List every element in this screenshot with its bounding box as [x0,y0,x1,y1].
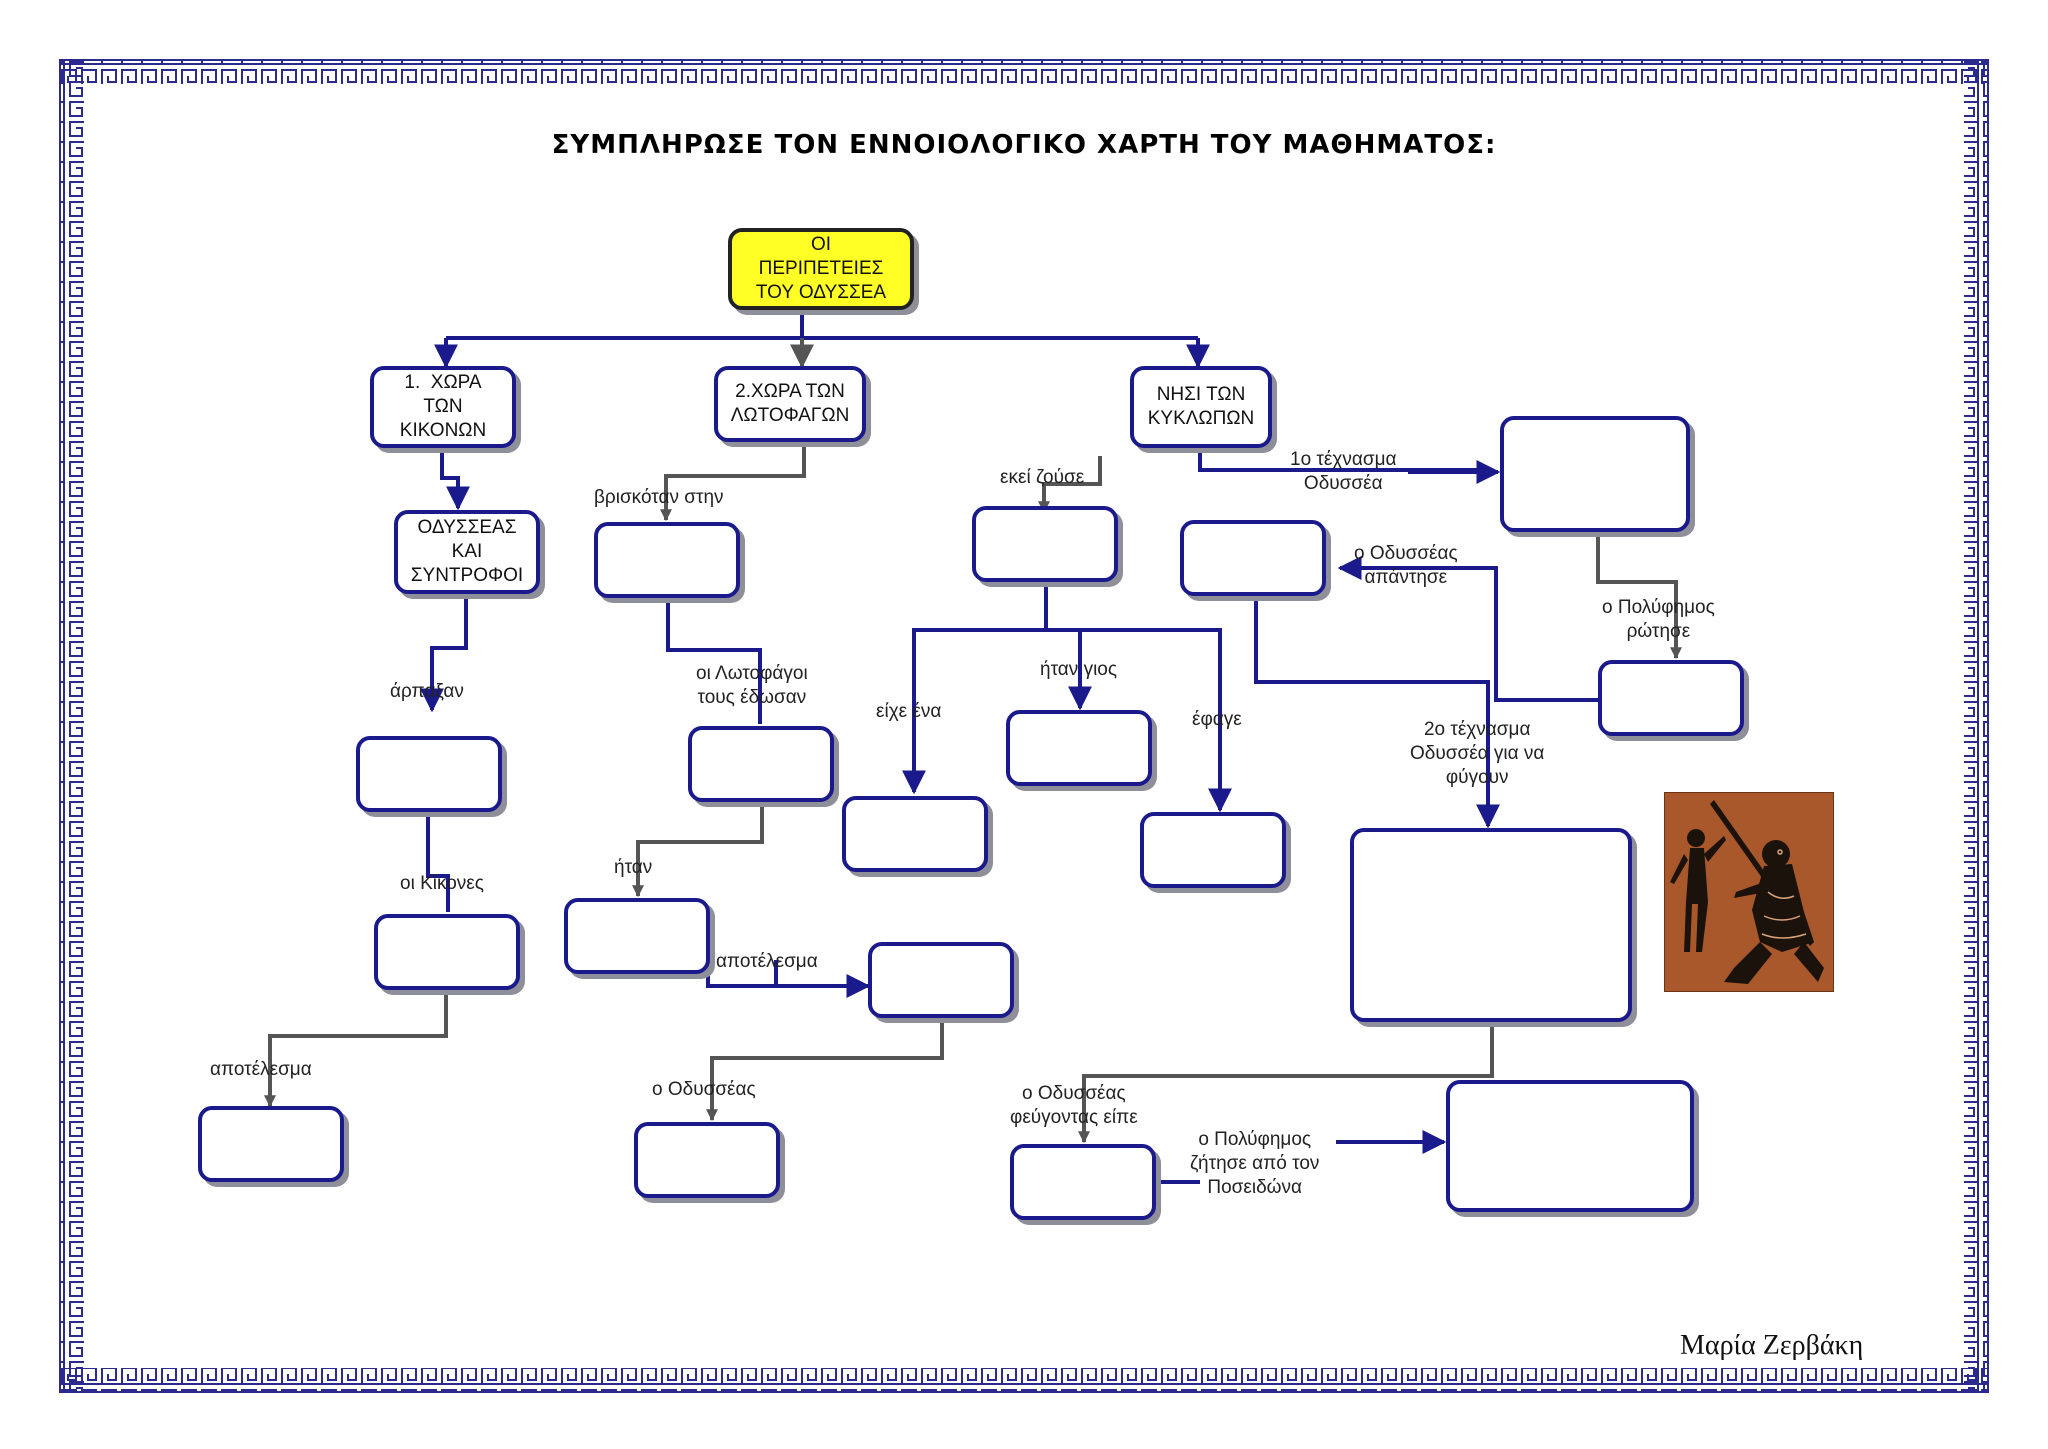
arrow-odysseas-feugontas [1078,1020,1494,1144]
arrow-efage [1046,628,1232,813]
arrow-o-odysseas [706,1016,944,1122]
node-lotofagoi-land: 2.ΧΩΡΑ ΤΩΝ ΛΩΤΟΦΑΓΩΝ [714,366,866,442]
blank-node-polyfimos-zitise[interactable] [1446,1080,1694,1212]
line-lotofagoi-edosan [666,598,762,724]
line-oi-kikones [426,812,450,912]
label-polyfimos-rotise: ο Πολύφημος ρώτησε [1602,597,1715,642]
node-root: ΟΙ ΠΕΡΙΠΕΤΕΙΕΣ ΤΟΥ ΟΔΥΣΣΕΑ [728,228,914,310]
label-efage: έφαγε [1192,709,1242,730]
blank-node-odysseas-feugontas[interactable] [1010,1144,1156,1220]
arrow-ekei-zouse [1038,456,1102,514]
blank-node-vriskotan[interactable] [594,522,740,598]
blank-node-apotelesma-mid[interactable] [868,942,1014,1018]
blank-node-efage[interactable] [1140,812,1286,888]
worksheet-title: ΣΥΜΠΛΗΡΩΣΕ ΤΟΝ ΕΝΝΟΙΟΛΟΓΙΚΟ ΧΑΡΤΗ ΤΟΥ ΜΑ… [551,130,1497,160]
blank-node-o-odysseas[interactable] [634,1122,780,1198]
label-polyfimos-zitise: ο Πολύφημος ζήτησε από τον Ποσειδώνα [1190,1129,1320,1198]
label-odysseas-apantise: ο Οδυσσέας απάντησε [1354,543,1458,588]
label-ekei-zouse: εκεί ζούσε [1000,467,1085,488]
node-kikones-land: 1. ΧΩΡΑ ΤΩΝ ΚΙΚΟΝΩΝ [370,366,516,448]
label-oi-kikones: οι Κίκονες [400,873,484,894]
blank-node-arpaxan[interactable] [356,736,502,812]
label-apotelesma-mid: αποτέλεσμα [716,951,818,972]
blank-node-ekei-zouse[interactable] [972,506,1118,582]
arrow-eixe-ena [902,582,1048,795]
blank-node-itan-gios[interactable] [1006,710,1152,786]
label-vriskotan: βρισκόταν στην [594,487,724,508]
author-signature: Μαρία Ζερβάκη [1680,1330,1864,1361]
label-lotofagoi-edosan: οι Λωτοφάγοι τους έδωσαν [696,663,808,708]
arrow-arpaxan [420,592,468,713]
arrow-vriskotan [660,442,806,522]
label-itan-gios: ήταν γιος [1040,659,1118,680]
node-cyclops-island: ΝΗΣΙ ΤΩΝ ΚΥΚΛΩΠΩΝ [1130,366,1272,448]
node-odysseus-companions: ΟΔΥΣΣΕΑΣ ΚΑΙ ΣΥΝΤΡΟΦΟΙ [394,510,540,594]
blank-node-lotofagoi-gave[interactable] [688,726,834,802]
arrow-itan [632,800,764,898]
blank-node-apotelesma-left[interactable] [198,1106,344,1182]
arrow-polyfimos-rotise [1596,530,1682,660]
blank-node-kikones-result[interactable] [374,914,520,990]
blank-node-texnasma1[interactable] [1500,416,1690,532]
label-texnasma1: 1ο τέχνασμα Οδυσσέα [1290,449,1397,494]
blank-node-polyfimos-rotise[interactable] [1598,660,1744,736]
arrow-to-companions [440,446,470,511]
label-itan: ήταν [614,857,653,878]
blank-node-texnasma2[interactable] [1350,828,1632,1022]
blank-node-itan[interactable] [564,898,710,974]
label-texnasma2: 2ο τέχνασμα Οδυσσέα για να φύγουν [1410,719,1545,788]
label-eixe-ena: είχε ένα [876,701,942,722]
label-apotelesma-left: αποτέλεσμα [210,1059,312,1080]
blank-node-eixe-ena[interactable] [842,796,988,872]
line-texnasma1-a [1198,448,1482,472]
label-o-odysseas: ο Οδυσσέας [652,1079,756,1100]
arrow-apotelesma-left [264,990,448,1108]
label-odysseas-feugontas: ο Οδυσσέας φεύγοντας είπε [1010,1083,1138,1128]
arrow-texnasma2 [1254,596,1500,829]
blank-node-odysseas-apantise[interactable] [1180,520,1326,596]
arrow-odysseas-apantise [1337,556,1598,702]
label-arpaxan: άρπαξαν [390,681,464,702]
polyphemus-vase-image [1664,792,1834,992]
arrow-apotelesma-mid [774,960,871,998]
